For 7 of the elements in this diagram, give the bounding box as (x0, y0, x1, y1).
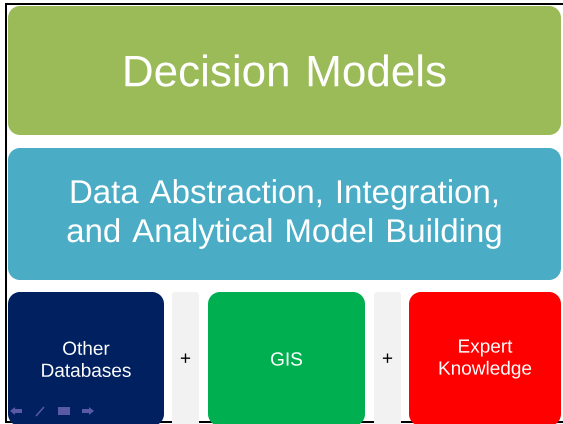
input-box: Other Databases (8, 292, 164, 424)
plus-panel: + (172, 292, 199, 424)
process-box: Data Abstraction, Integration, and Analytical Model Building (8, 148, 561, 280)
input-box: Expert Knowledge (409, 292, 561, 424)
input-box: GIS (208, 292, 365, 424)
plus-panel: + (374, 292, 401, 424)
title-box: Decision Models (8, 6, 561, 135)
